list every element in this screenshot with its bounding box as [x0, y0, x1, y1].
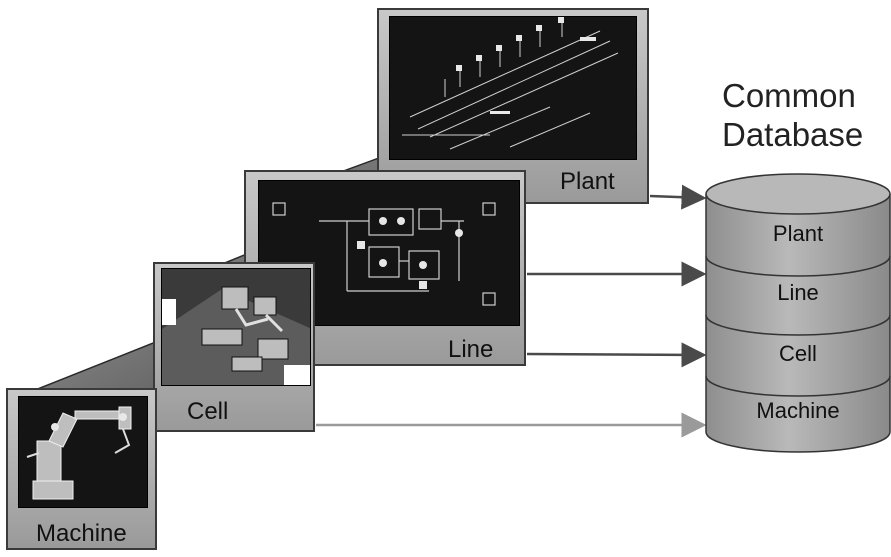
database-layer-plant: Plant: [728, 223, 868, 245]
arrow-plant: [650, 196, 704, 198]
cell-screen: [161, 268, 311, 386]
database-layer-cell: Cell: [728, 343, 868, 365]
cell-panel: Cell: [153, 262, 315, 432]
machine-screen: [18, 396, 148, 508]
line-label: Line: [448, 338, 493, 362]
database-title-line1: Common: [722, 76, 891, 115]
plant-screen: [389, 16, 637, 160]
database-title-line2: Database: [722, 115, 891, 154]
cell-label: Cell: [187, 400, 228, 424]
machine-label: Machine: [36, 522, 127, 546]
cell-robots-image: [162, 269, 311, 386]
plant-layout-image: [390, 17, 637, 160]
database-layer-machine: Machine: [728, 400, 868, 422]
machine-panel: Machine: [6, 388, 157, 550]
machine-robot-image: [19, 397, 148, 508]
database-title: Common Database: [722, 76, 891, 154]
database-layer-line: Line: [728, 282, 868, 304]
plant-label: Plant: [560, 170, 615, 194]
arrow-cell: [527, 354, 704, 355]
